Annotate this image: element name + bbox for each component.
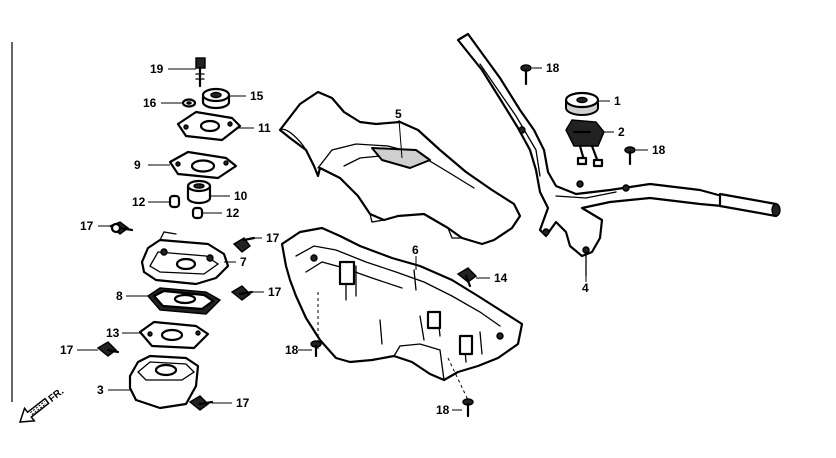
part-12-dowel-upper	[168, 194, 181, 209]
part-18-screw-d	[462, 398, 474, 418]
callout-16: 16	[143, 96, 157, 110]
part-16-washer	[181, 98, 197, 108]
part-3-lower-housing	[128, 354, 200, 410]
callout-7: 7	[240, 255, 247, 269]
part-15-collar	[201, 87, 231, 110]
part-11-plate	[176, 110, 242, 142]
callout-12-upper: 12	[132, 195, 146, 209]
callout-5: 5	[395, 107, 402, 121]
callout-17-c: 17	[268, 285, 282, 299]
callout-6: 6	[412, 243, 419, 257]
part-17-bolt-d	[96, 341, 120, 357]
part-10-rubber	[186, 179, 212, 205]
callout-18-d: 18	[436, 403, 450, 417]
part-17-bolt-b	[232, 236, 256, 253]
callout-10: 10	[234, 189, 248, 203]
part-18-screw-b	[624, 146, 636, 166]
part-19-bolt	[195, 57, 206, 88]
callout-17-a: 17	[80, 219, 94, 233]
callout-13: 13	[106, 326, 120, 340]
callout-3: 3	[97, 383, 104, 397]
callout-18-a: 18	[546, 61, 560, 75]
callout-18-c: 18	[285, 343, 299, 357]
part-18-screw-c	[310, 340, 322, 358]
part-17-bolt-a	[108, 221, 134, 235]
part-8-plate	[146, 287, 222, 315]
part-6-lower-cover	[280, 226, 524, 401]
callout-2: 2	[618, 125, 625, 139]
part-13-gasket	[138, 320, 210, 350]
part-9-gasket	[168, 150, 238, 180]
part-14-bolt	[456, 267, 478, 288]
callout-19: 19	[150, 62, 164, 76]
callout-12-lower: 12	[226, 206, 240, 220]
callout-18-b: 18	[652, 143, 666, 157]
callout-1: 1	[614, 94, 621, 108]
callout-17-b: 17	[266, 231, 280, 245]
callout-11: 11	[258, 121, 271, 135]
leader-lines	[77, 67, 648, 411]
part-1-cap	[564, 91, 600, 116]
callout-9: 9	[134, 158, 141, 172]
part-12-dowel-lower	[191, 206, 204, 220]
callout-17-e-label: 17	[236, 396, 250, 410]
callout-4: 4	[582, 281, 589, 295]
part-17-bolt-e	[188, 395, 214, 411]
front-direction-arrow-icon: FR.	[18, 386, 67, 423]
part-5-upper-cover	[278, 90, 522, 246]
front-direction-label: FR.	[47, 386, 67, 405]
callout-14: 14	[494, 271, 508, 285]
part-4-handlebar	[456, 32, 781, 277]
part-17-bolt-c	[230, 285, 254, 301]
callout-8: 8	[116, 289, 123, 303]
part-7-housing	[140, 231, 230, 286]
part-18-screw-a	[520, 64, 532, 86]
callout-15: 15	[250, 89, 264, 103]
callout-17-d: 17	[60, 343, 74, 357]
part-2-switch	[565, 119, 605, 168]
